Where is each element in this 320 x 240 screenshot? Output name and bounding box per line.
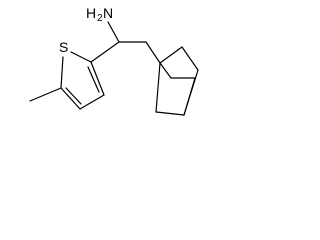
bond-thiophene-c5-c4-double [60, 87, 81, 110]
bond-norbornane-c2-c1 [159, 46, 183, 64]
chemical-structure: H 2 N S [29, 5, 199, 116]
bond-norbornane-c5-c4 [183, 77, 196, 116]
bond-norbornane-c2-c6 [159, 62, 172, 79]
amine-subscript-label: 2 [97, 13, 103, 24]
bond-thiophene-methyl [29, 87, 62, 102]
bond-norbornane-c3-c2 [155, 62, 161, 113]
bond-thiophene-c4-c3 [79, 94, 105, 110]
bond-norbornane-c1-c7 [181, 46, 199, 71]
bond-thiophene-s-c5 [60, 56, 64, 89]
bond-thiophene-c5-c4-inner [65, 87, 82, 105]
bond-n-to-alpha-carbon [107, 21, 120, 43]
bond-thiophene-c3-c2-double [90, 61, 105, 96]
bond-thiophene-c3-c2-inner [87, 66, 100, 93]
bond-methylene-to-norbornane [145, 41, 161, 64]
bond-alpha-carbon-to-thiophene [90, 41, 120, 63]
amine-n-label: N [103, 5, 113, 21]
thiophene-sulfur-label: S [59, 39, 68, 55]
bond-thiophene-c2-s [70, 51, 92, 63]
bond-norbornane-c4-c3 [155, 111, 185, 116]
amine-h-label: H [86, 5, 96, 21]
